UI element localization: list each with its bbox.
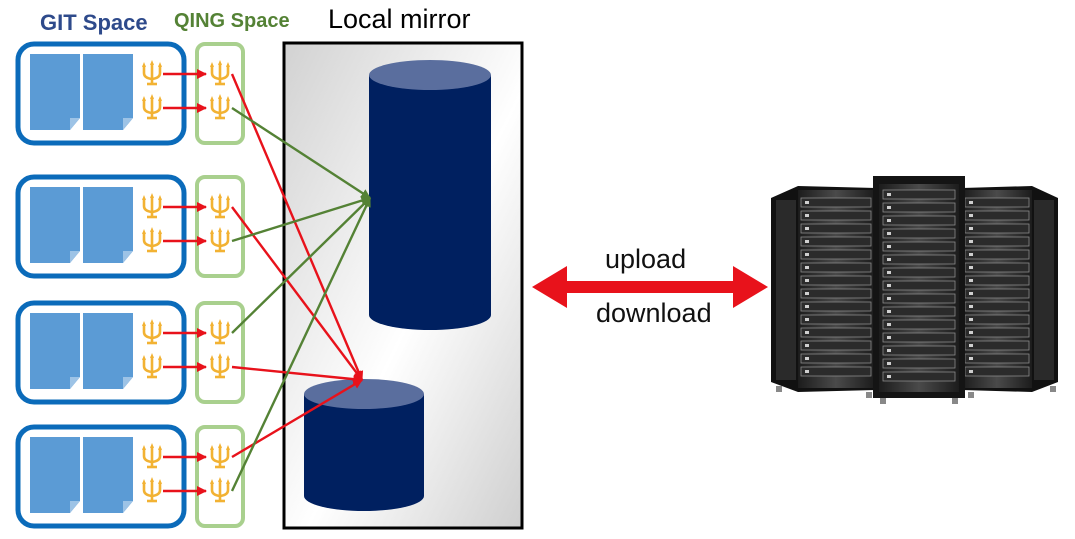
document-icon — [83, 54, 133, 130]
git-space-title: GIT Space — [40, 10, 148, 35]
download-label: download — [596, 298, 712, 328]
group-4 — [15, 424, 245, 529]
document-icon — [83, 187, 133, 263]
document-icon — [30, 313, 80, 389]
server-rack-icon — [771, 176, 1058, 404]
qing-box — [195, 425, 245, 528]
green-sync-arrow — [231, 197, 371, 334]
local-mirror-title: Local mirror — [328, 4, 471, 34]
green-sync-arrow — [230, 197, 372, 492]
green-sync-arrow — [231, 106, 371, 200]
group-2 — [15, 174, 245, 279]
document-icon — [30, 54, 80, 130]
database-cylinder-icon-small — [304, 379, 424, 511]
red-sync-arrow — [231, 365, 363, 384]
document-icon — [30, 437, 80, 513]
red-sync-arrow — [231, 206, 363, 381]
red-sync-arrow — [230, 73, 364, 381]
upload-download-arrow — [532, 266, 768, 308]
document-icon — [30, 187, 80, 263]
qing-box — [195, 42, 245, 145]
group-3 — [15, 300, 245, 405]
upload-label: upload — [605, 244, 687, 274]
qing-box — [195, 175, 245, 278]
qing-space-title: QING Space — [174, 10, 290, 32]
document-icon — [83, 437, 133, 513]
database-cylinder-icon-large — [369, 60, 491, 330]
qing-box — [195, 301, 245, 404]
document-icon — [83, 313, 133, 389]
green-sync-arrow — [231, 195, 371, 243]
group-1 — [15, 41, 245, 146]
